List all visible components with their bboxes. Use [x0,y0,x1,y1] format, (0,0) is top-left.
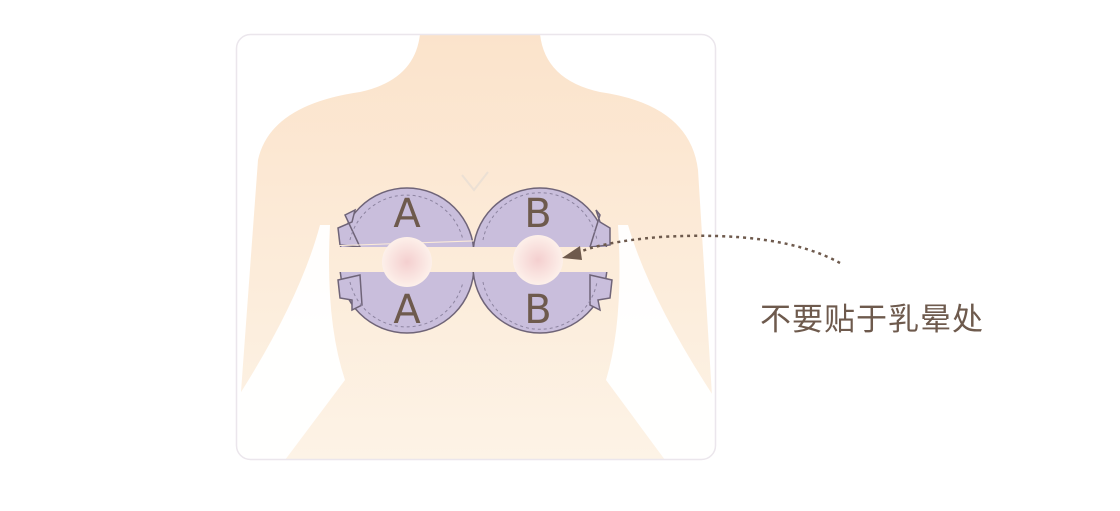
arrowhead-icon [562,246,582,260]
stitch-line [349,194,464,241]
stitch-line [482,281,598,330]
warning-caption: 不要贴于乳晕处 [760,302,984,338]
pad-label-upper-right: B [524,191,551,237]
pad-label-lower-left: A [393,287,421,333]
stitch-line [349,281,464,328]
right-arm-gap [606,225,716,460]
pad-label-lower-right: B [524,287,551,333]
card-border [235,33,717,461]
stitch-line [482,192,598,241]
left-arm-gap [236,225,345,460]
pad-lower-right [472,198,613,334]
pad-label-upper-left: A [393,191,421,237]
pointer-arrow-line [574,234,841,265]
cleavage-line [461,171,489,192]
